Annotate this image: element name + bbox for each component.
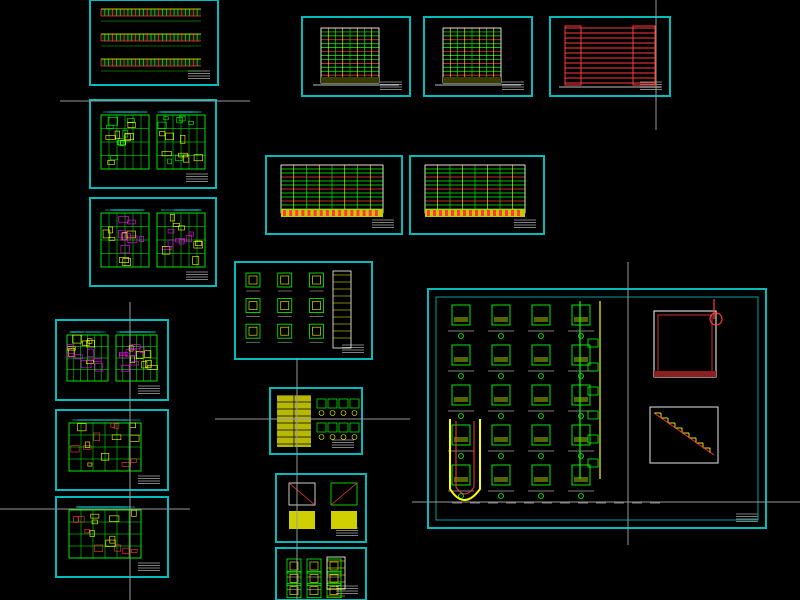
sheet-frame [275,473,367,543]
sheet-elevation-strip[interactable] [89,0,219,86]
sheet-details-small-1[interactable] [275,473,367,543]
sheet-frame [55,409,169,491]
sheet-details-large[interactable] [427,288,767,529]
sheet-elevation-b[interactable] [423,16,533,97]
sheet-frame [234,261,373,360]
sheet-elevation-a[interactable] [301,16,411,97]
sheet-elevation-c[interactable] [265,155,403,235]
sheet-plan-1[interactable] [89,99,217,189]
sheet-plan-2[interactable] [89,197,217,287]
sheet-frame [55,496,169,578]
sheet-frame [423,16,533,97]
sheet-frame [265,155,403,235]
sheet-frame [427,288,767,529]
sheet-frame [275,547,367,600]
sheet-details-small-2[interactable] [275,547,367,600]
sheet-frame [269,387,363,455]
sheet-plan-5[interactable] [55,496,169,578]
sheet-plan-4[interactable] [55,409,169,491]
sheet-frame [89,197,217,287]
sheet-frame [301,16,411,97]
sheet-frame [409,155,545,235]
sheet-frame [89,99,217,189]
sheet-details-stair[interactable] [234,261,373,360]
drawing-sheets [55,0,767,600]
sheet-section-red[interactable] [549,16,671,97]
sheet-frame [549,16,671,97]
sheet-schedule-table[interactable] [269,387,363,455]
sheet-plan-3[interactable] [55,319,169,401]
sheet-elevation-d[interactable] [409,155,545,235]
sheet-frame [55,319,169,401]
sheet-frame [89,0,219,86]
